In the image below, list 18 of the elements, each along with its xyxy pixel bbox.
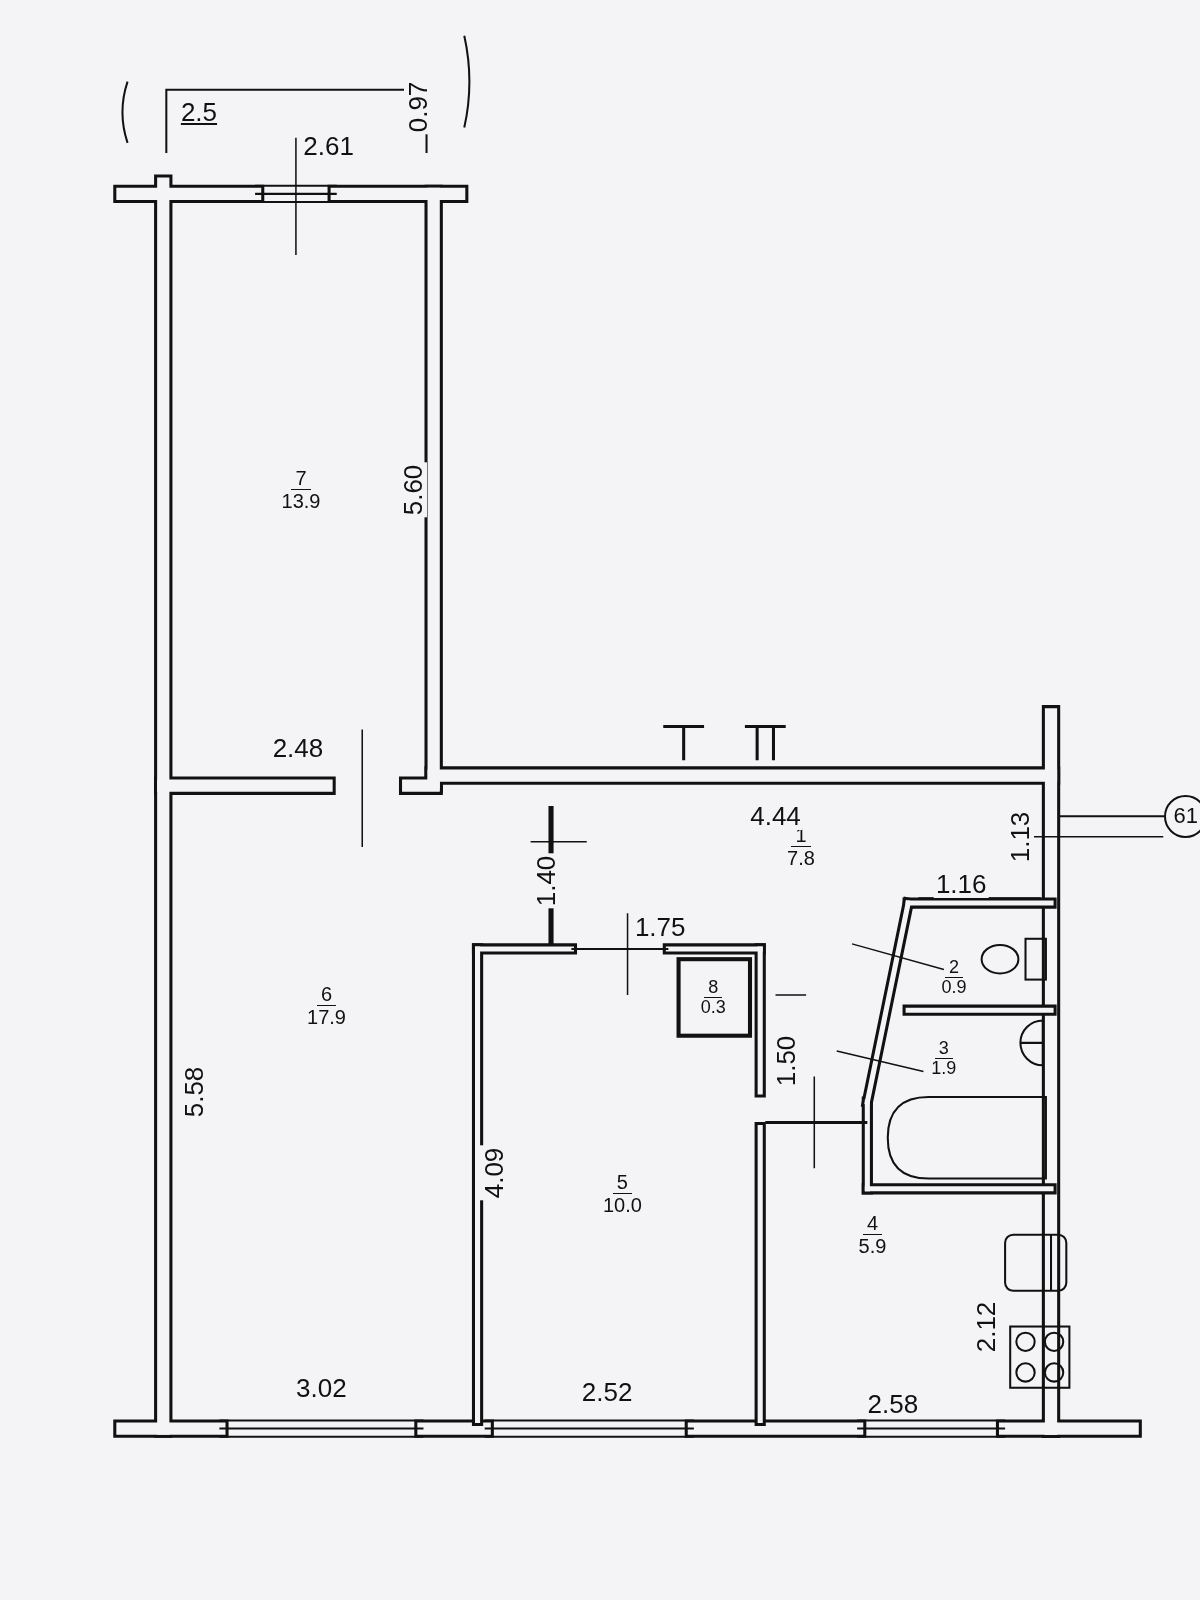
room-area: 0.3 [700, 997, 726, 1017]
room-area: 7.8 [787, 847, 815, 870]
leader-line [1059, 815, 1165, 818]
room-area: 1.9 [931, 1059, 957, 1079]
callout-circle [1164, 794, 1200, 838]
room-area: 13.9 [281, 490, 321, 513]
room-number: 3 [934, 1039, 953, 1060]
room-area: 17.9 [307, 1005, 346, 1028]
room-number: 4 [862, 1212, 882, 1236]
room-number: 7 [291, 467, 311, 491]
room-number: 2 [945, 957, 964, 978]
room-number: 8 [704, 977, 723, 998]
callout-number: 61 [1173, 803, 1198, 830]
room-area: 5.9 [858, 1235, 887, 1258]
room-area: 10.0 [602, 1194, 642, 1217]
room-number: 5 [612, 1171, 632, 1195]
room-area: 0.9 [941, 977, 967, 997]
room-number: 6 [316, 982, 337, 1006]
